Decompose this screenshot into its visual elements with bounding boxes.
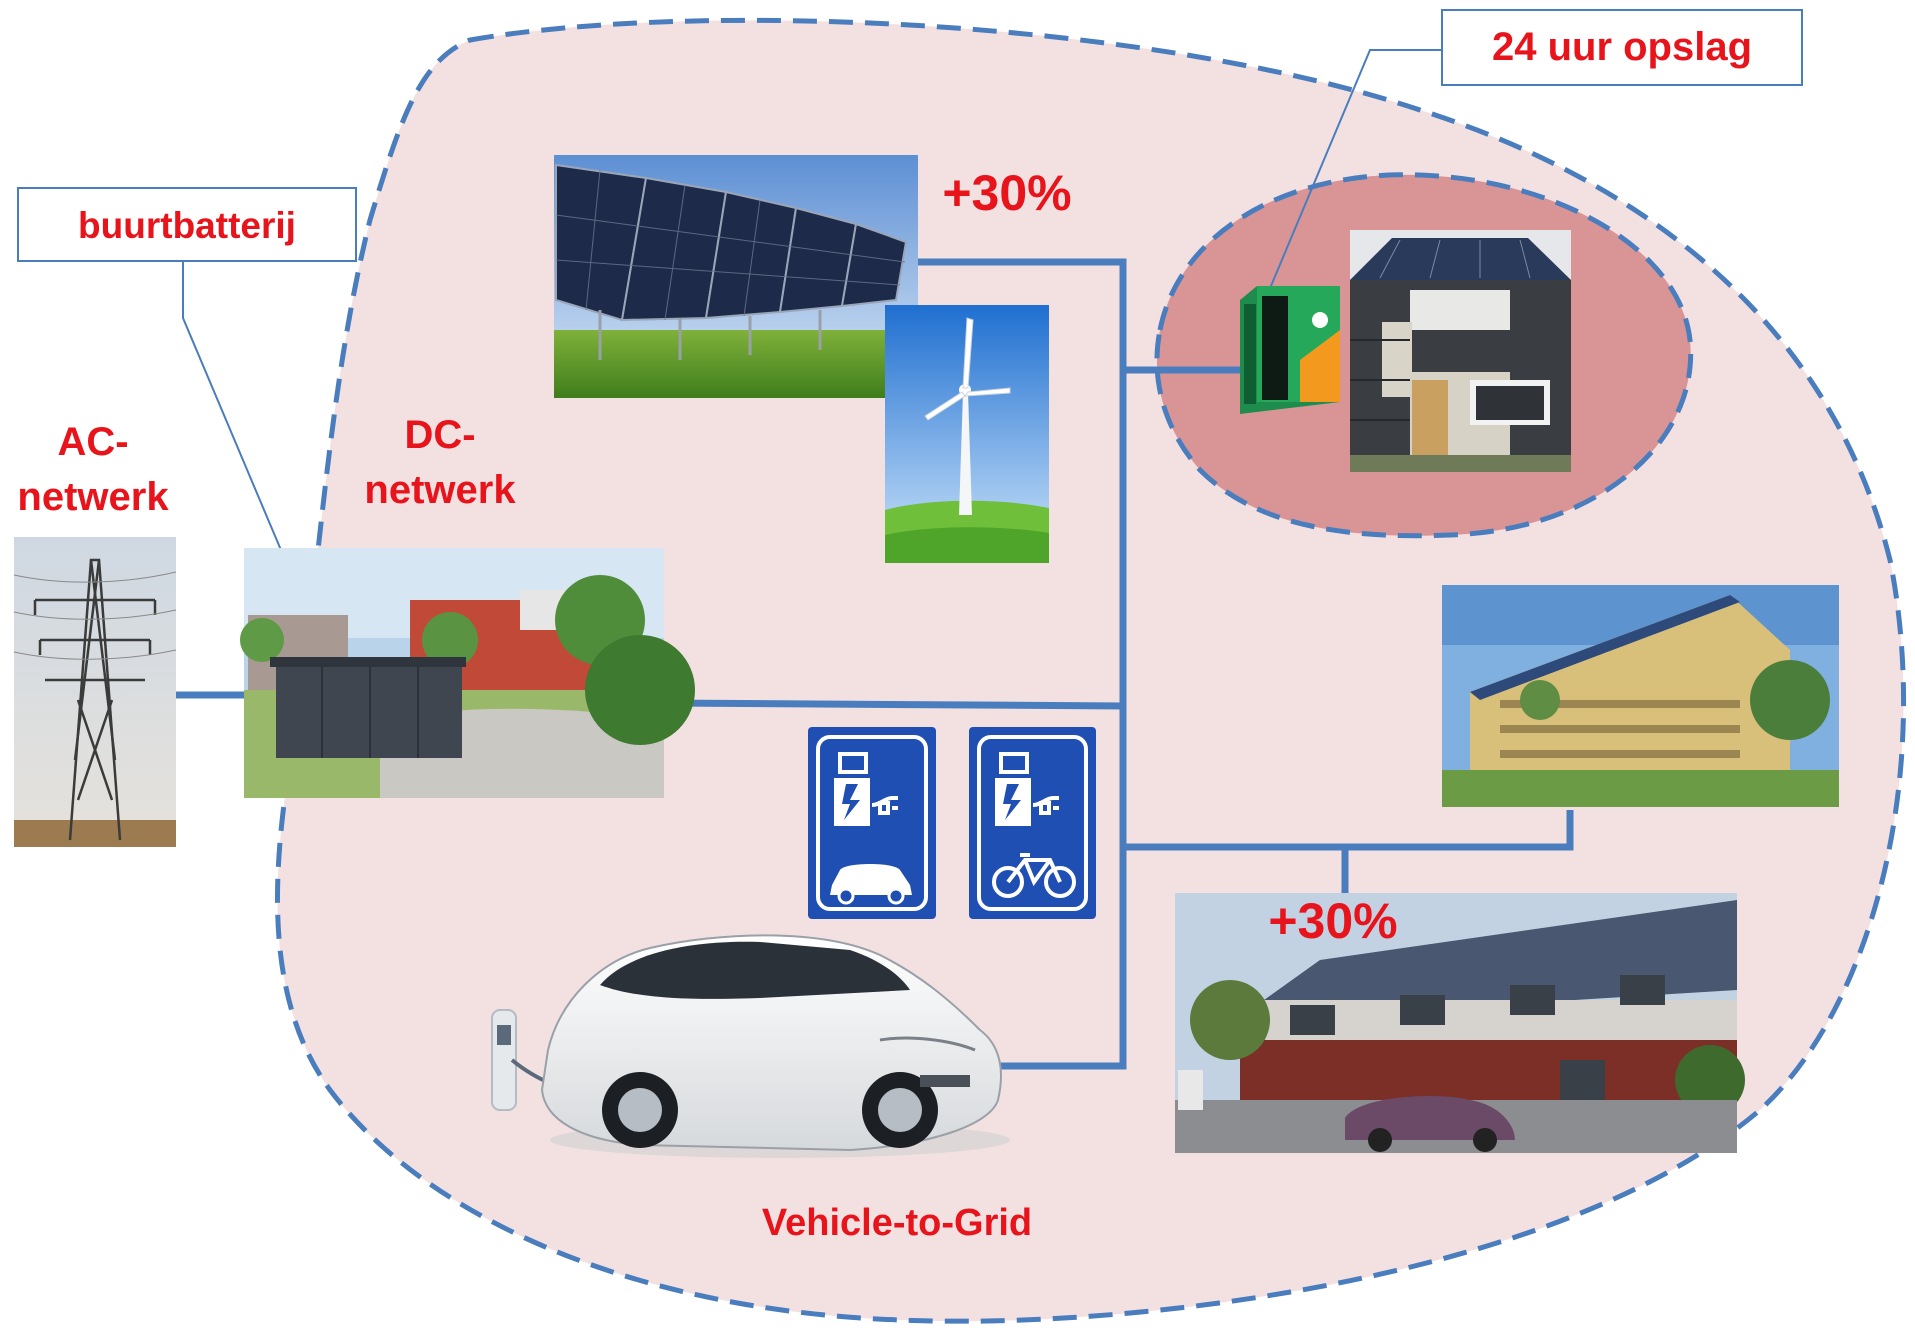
home-battery-icon [1240,286,1340,414]
apartment-building-icon [1442,585,1839,807]
houses-gain-label: +30% [1268,893,1397,949]
row-houses-icon [1175,893,1745,1153]
solar-panel-icon [554,155,918,398]
buurtbatterij-label: buurtbatterij [78,205,296,246]
ac-network-label-line2: netwerk [17,475,169,519]
house-icon [1350,230,1571,472]
neighbourhood-battery-icon [240,548,695,798]
solar-gain-label: +30% [942,165,1071,221]
opslag-callout-box [1441,9,1803,86]
power-pylon-icon [13,537,177,847]
vehicle-to-grid-label: Vehicle-to-Grid [762,1202,1032,1244]
car-charging-sign-icon [808,727,936,919]
connection-lines [174,258,1574,1070]
wind-turbine-icon [885,305,1049,563]
electric-car-icon [491,934,1010,1158]
ac-network-label-line1: AC- [57,420,128,464]
dc-network-label-line2: netwerk [364,468,516,512]
buurtbatterij-callout-box [17,187,357,262]
bike-charging-sign-icon [969,727,1096,919]
opslag-label: 24 uur opslag [1492,25,1752,69]
dc-network-label-line1: DC- [404,413,475,457]
